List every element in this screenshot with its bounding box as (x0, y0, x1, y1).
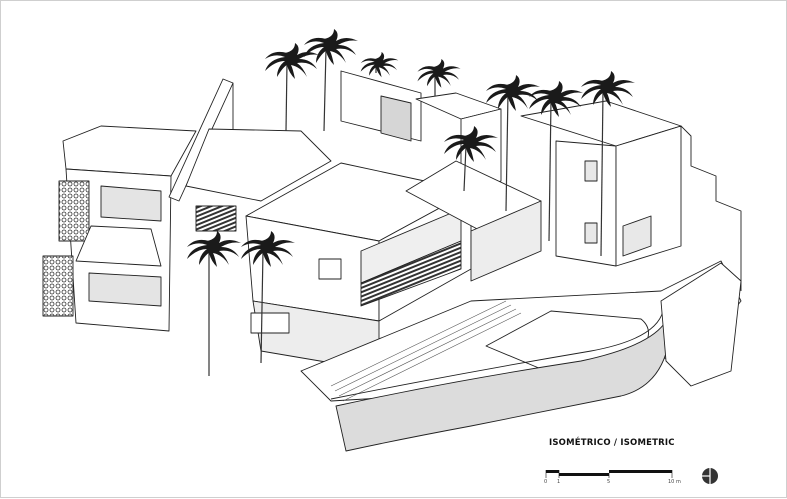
scale-label-1: 1 (557, 479, 561, 485)
scale-bar: 0 1 5 10 m (541, 465, 701, 489)
scale-label-10: 10 m (668, 479, 681, 485)
north-arrow-icon (702, 468, 718, 484)
scale-label-0: 0 (544, 479, 548, 485)
scale-label-5: 5 (607, 479, 611, 485)
drawing-title: ISOMÉTRICO / ISOMETRIC (549, 438, 675, 448)
